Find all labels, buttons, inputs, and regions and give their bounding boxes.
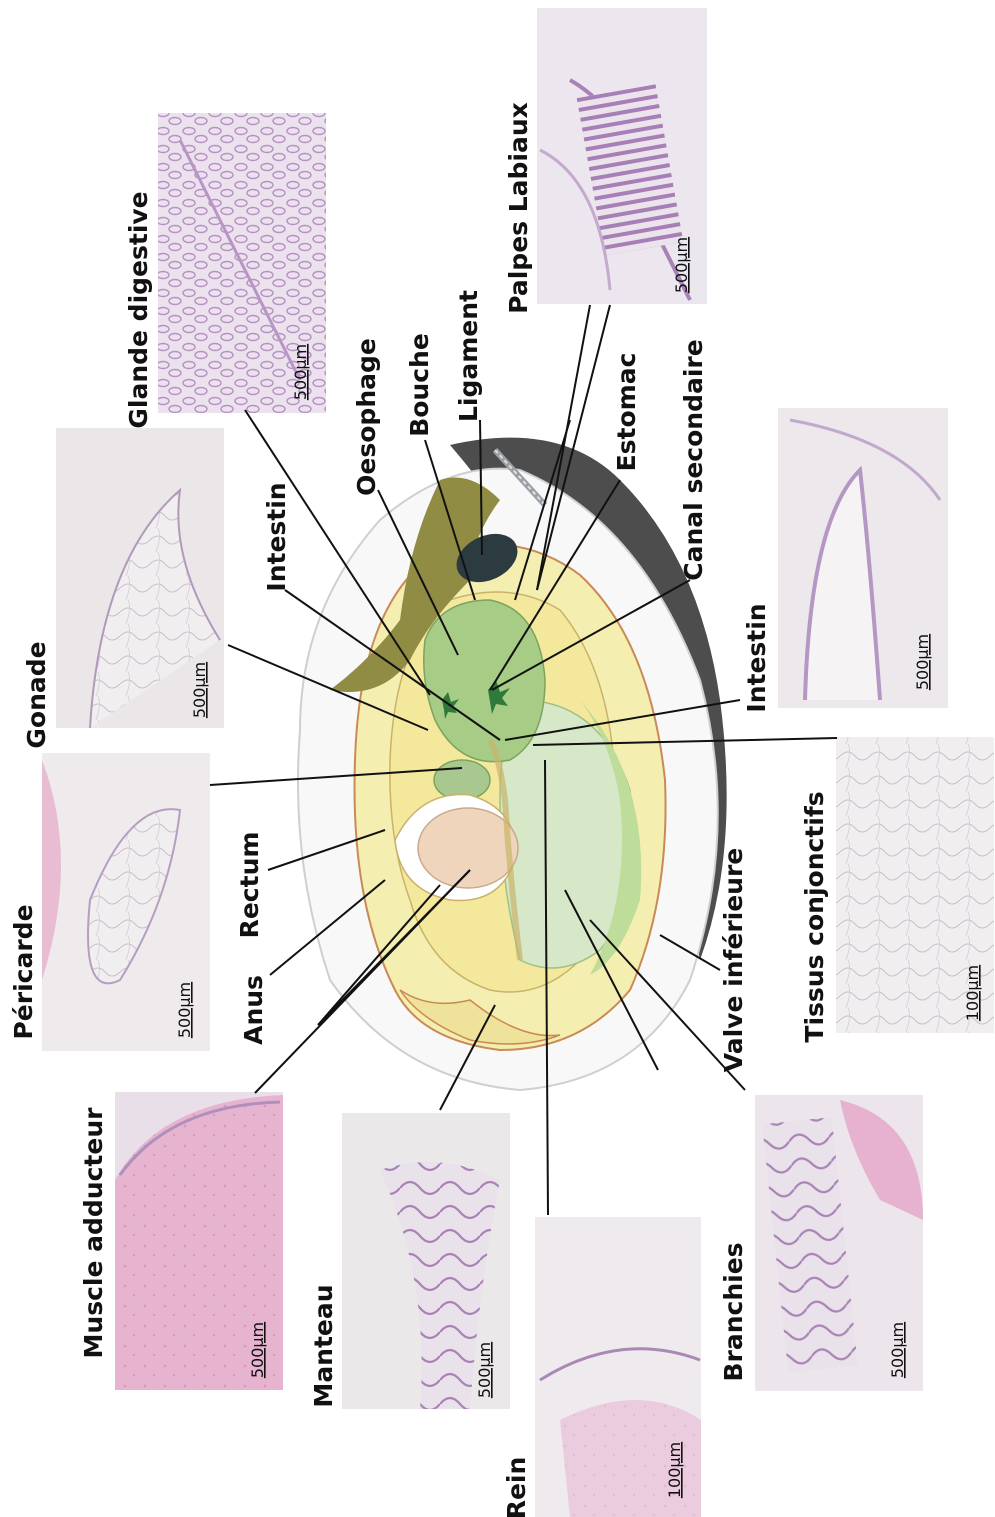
label-anus: Anus <box>239 975 268 1045</box>
scale-manteau: 500µm <box>475 1342 494 1398</box>
label-gonade: Gonade <box>22 641 51 748</box>
oyster-anatomy-illustration <box>298 438 727 1090</box>
label-pericarde: Péricarde <box>9 904 38 1039</box>
label-bouche: Bouche <box>405 333 434 437</box>
label-manteau: Manteau <box>309 1284 338 1407</box>
scale-rein: 100µm <box>665 1442 684 1498</box>
scale-glande-digestive: 500µm <box>291 344 310 400</box>
label-palpes-labiaux: Palpes Labiaux <box>504 102 533 314</box>
label-branchies: Branchies <box>719 1242 748 1381</box>
scale-pericarde: 500µm <box>175 982 194 1038</box>
scale-tissus-conjonctifs: 100µm <box>963 965 982 1021</box>
label-glande-digestive: Glande digestive <box>124 191 153 428</box>
label-muscle-adducteur: Muscle adducteur <box>79 1107 108 1359</box>
scale-muscle-adducteur: 500µm <box>248 1322 267 1378</box>
label-rein: Rein <box>502 1457 531 1517</box>
label-valve-inferieure: Valve inférieure <box>719 848 748 1073</box>
label-estomac: Estomac <box>612 353 641 472</box>
scale-palpes-labiaux: 500µm <box>672 237 691 293</box>
scale-intestin: 500µm <box>913 634 932 690</box>
label-tissus-conjonctifs: Tissus conjonctifs <box>800 791 829 1042</box>
label-oesophage: Oesophage <box>352 338 381 496</box>
label-intestin-right: Intestin <box>742 603 771 712</box>
label-intestin-top: Intestin <box>262 482 291 591</box>
label-ligament: Ligament <box>454 290 483 422</box>
label-canal-secondaire: Canal secondaire <box>679 339 708 580</box>
scale-gonade: 500µm <box>190 662 209 718</box>
scale-branchies: 500µm <box>888 1322 907 1378</box>
label-rectum: Rectum <box>235 832 264 939</box>
